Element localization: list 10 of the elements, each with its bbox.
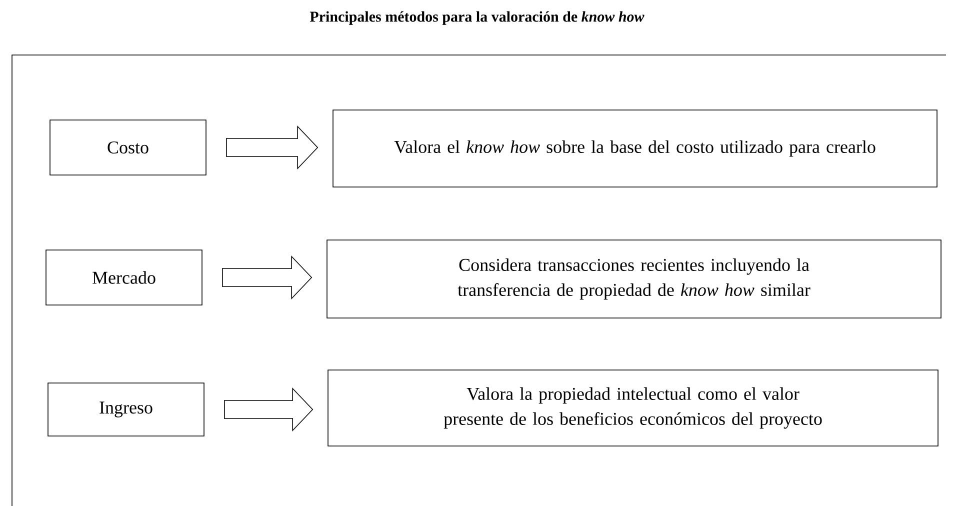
text-box: Valora el know how sobre la base del costo utilizado para crearlo [332,110,938,188]
text-box: Costo [50,120,206,176]
text-box: Mercado [46,250,202,306]
title: Principales métodos para la valoración de know how [310,11,644,25]
text-box: Valora la propiedad intelectual como el valor presente de los beneficios económicos del proyecto [328,370,938,446]
text-box: Considera transacciones recientes incluyendo la transferencia de propiedad de know how similar [326,240,942,318]
text-box: Ingreso [48,382,204,436]
block-arrow [224,388,314,432]
block-arrow [222,256,312,300]
block-arrow [226,126,318,170]
